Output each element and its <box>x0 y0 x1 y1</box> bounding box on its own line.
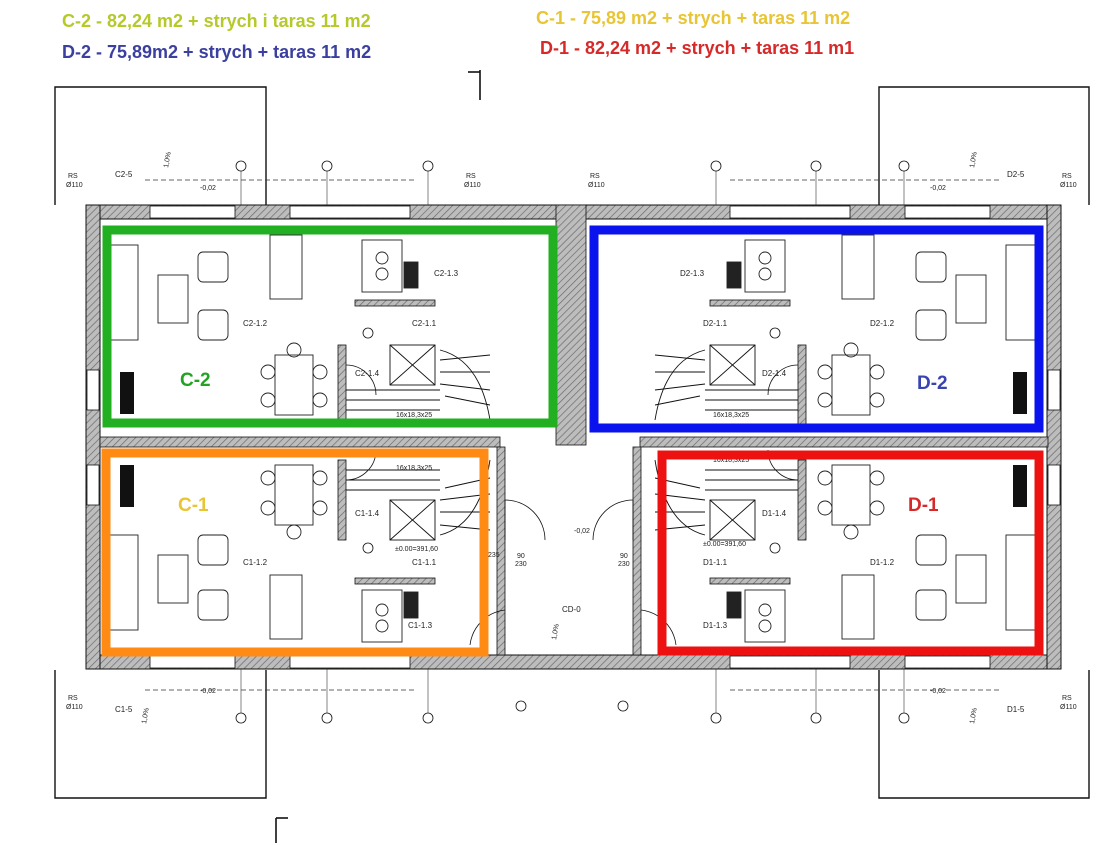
side-dim-label: 235 <box>488 552 500 559</box>
rs-dia-5: Ø110 <box>464 182 481 189</box>
door-width-2: 90 <box>620 553 628 560</box>
unit-outline-d1 <box>657 450 1044 656</box>
room-tag-common: CD-0 <box>562 605 581 614</box>
step-label-5: -0,02 <box>574 528 590 535</box>
step-label-4: -0,02 <box>930 688 946 695</box>
unit-outline-c1 <box>101 448 489 657</box>
room-tag-c2-living: C2-1.2 <box>243 319 268 328</box>
room-tag-c1-bath: C1-1.3 <box>408 621 433 630</box>
unit-label-d2: D-2 <box>917 373 948 394</box>
unit-label-c1: C-1 <box>178 495 209 516</box>
stair-note-d1: 16x18,3x25 <box>713 457 749 464</box>
room-tag-c2-stair: C2-1.4 <box>355 369 380 378</box>
rs-label-3: RS <box>68 695 78 702</box>
room-tag-d1-living: D1-1.2 <box>870 558 895 567</box>
door-height-2: 230 <box>618 561 630 568</box>
slope-label-3: 1,0% <box>141 707 151 724</box>
unit-outlines <box>101 225 1044 657</box>
door-width-1: 90 <box>517 553 525 560</box>
terrace-tags: C2-5 D2-5 C1-5 D1-5 <box>115 170 1025 714</box>
fireplaces <box>120 372 1027 507</box>
rs-dia-6: Ø110 <box>588 182 605 189</box>
terrace-c1-outline <box>54 670 267 799</box>
rs-label-6: RS <box>590 173 600 180</box>
room-tag-d2-hall: D2-1.1 <box>703 319 728 328</box>
unit-label-c2: C-2 <box>180 370 211 391</box>
rs-label-1: RS <box>68 173 78 180</box>
annotations: RS Ø110 RS Ø110 RS Ø110 RS Ø110 RS Ø110 … <box>66 151 1077 724</box>
unit-labels: C-2 D-2 C-1 D-1 <box>178 370 948 516</box>
terrace-tag-d2: D2-5 <box>1007 170 1025 179</box>
unit-outline-c2 <box>102 225 558 428</box>
stair-note-d2: 16x18,3x25 <box>713 412 749 419</box>
rs-label-5: RS <box>466 173 476 180</box>
terrace-tag-d1: D1-5 <box>1007 705 1025 714</box>
bathroom-fixtures <box>361 239 786 643</box>
terraces <box>54 86 1090 799</box>
rs-dia-4: Ø110 <box>1060 704 1077 711</box>
legend-c2: C-2 - 82,24 m2 + strych i taras 11 m2 <box>62 11 371 31</box>
terrace-tag-c2: C2-5 <box>115 170 133 179</box>
door-height-1: 230 <box>515 561 527 568</box>
step-label-2: -0,02 <box>930 185 946 192</box>
terrace-d2-outline <box>878 86 1090 205</box>
section-marks <box>275 70 481 843</box>
legend-c1: C-1 - 75,89 m2 + strych + taras 11 m2 <box>536 8 851 28</box>
level-c1: ±0.00=391,60 <box>395 546 438 553</box>
step-label-1: -0,02 <box>200 185 216 192</box>
room-tag-c2-hall: C2-1.1 <box>412 319 437 328</box>
rs-dia-3: Ø110 <box>66 704 83 711</box>
room-tag-c2-bath: C2-1.3 <box>434 269 459 278</box>
room-tag-d2-bath: D2-1.3 <box>680 269 705 278</box>
room-tag-c1-hall: C1-1.1 <box>412 558 437 567</box>
room-tag-d1-stair: D1-1.4 <box>762 509 787 518</box>
rs-dia-2: Ø110 <box>1060 182 1077 189</box>
room-tag-d2-living: D2-1.2 <box>870 319 895 328</box>
rs-dia-1: Ø110 <box>66 182 83 189</box>
terrace-d1-outline <box>878 670 1090 799</box>
eaves-lines <box>145 179 1000 691</box>
room-tag-d1-bath: D1-1.3 <box>703 621 728 630</box>
room-tag-c1-living: C1-1.2 <box>243 558 268 567</box>
stair-note-c2: 16x18,3x25 <box>396 412 432 419</box>
slope-label-1: 1,0% <box>163 151 173 168</box>
level-d1: ±0.00=391,60 <box>703 541 746 548</box>
unit-outline-d2 <box>589 225 1044 433</box>
slope-label-5: 1,0% <box>551 623 561 640</box>
windows <box>86 205 1061 669</box>
room-tag-c1-stair: C1-1.4 <box>355 509 380 518</box>
rs-label-4: RS <box>1062 695 1072 702</box>
room-tag-d2-stair: D2-1.4 <box>762 369 787 378</box>
rs-label-2: RS <box>1062 173 1072 180</box>
slope-label-2: 1,0% <box>969 151 979 168</box>
axis-lines <box>240 171 905 713</box>
legend-d2: D-2 - 75,89m2 + strych + taras 11 m2 <box>62 42 372 62</box>
interior-walls <box>99 204 1049 656</box>
stair-note-c1: 16x18,3x25 <box>396 465 432 472</box>
room-tag-d1-hall: D1-1.1 <box>703 558 728 567</box>
terrace-tag-c1: C1-5 <box>115 705 133 714</box>
axis-markers <box>235 160 910 724</box>
step-label-3: -0,02 <box>200 688 216 695</box>
legend-d1: D-1 - 82,24 m2 + strych + taras 11 m1 <box>540 38 855 58</box>
unit-label-d1: D-1 <box>908 495 939 516</box>
terrace-c2-outline <box>54 86 267 205</box>
slope-label-4: 1,0% <box>969 707 979 724</box>
room-tags: C2-1.2 C2-1.1 C2-1.3 C2-1.4 D2-1.2 D2-1.… <box>243 269 895 630</box>
